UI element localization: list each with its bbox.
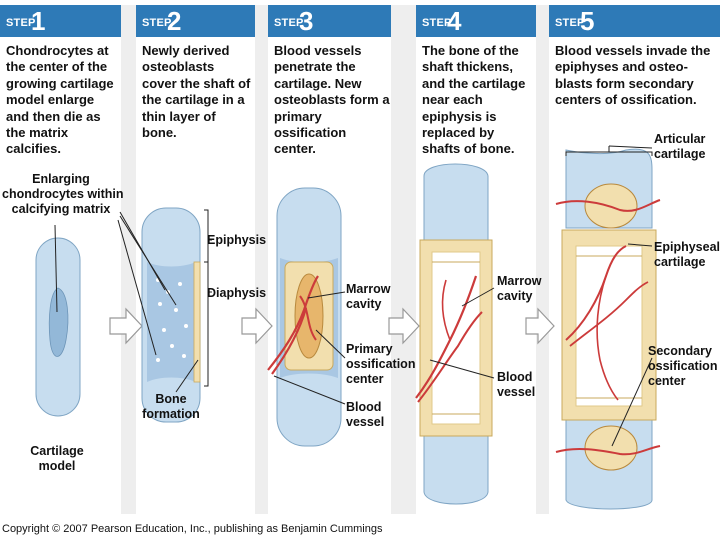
bone-step-4 bbox=[415, 163, 493, 505]
arrow-right-icon bbox=[109, 307, 143, 345]
pointer-line bbox=[54, 224, 58, 313]
step-3-header: STEP 3 bbox=[268, 5, 391, 37]
gutter bbox=[255, 5, 268, 514]
step-2-header: STEP 2 bbox=[136, 5, 255, 37]
step-5-header: STEP 5 bbox=[549, 5, 720, 37]
step-1-header: STEP 1 bbox=[0, 5, 121, 37]
pointer-lines-3 bbox=[273, 291, 346, 405]
step-label: STEP bbox=[422, 17, 452, 29]
step-label: STEP bbox=[142, 17, 172, 29]
epiphysis-label: Epiphysis bbox=[207, 233, 267, 247]
step-label: STEP bbox=[274, 17, 304, 29]
bone-step-3 bbox=[267, 187, 342, 447]
step-number: 5 bbox=[580, 6, 595, 36]
arrow-right-icon bbox=[525, 307, 555, 345]
pointer-lines-2 bbox=[117, 209, 212, 393]
step-label: STEP bbox=[6, 17, 36, 29]
bone-step-2 bbox=[141, 207, 201, 423]
gutter bbox=[391, 5, 416, 514]
gutter bbox=[536, 5, 549, 514]
cartilage-model-1 bbox=[35, 237, 81, 417]
diaphysis-label: Diaphysis bbox=[207, 286, 267, 300]
pointer-lines-4 bbox=[429, 287, 495, 379]
gutter bbox=[121, 5, 136, 514]
step-number: 2 bbox=[167, 6, 182, 36]
arrow-right-icon bbox=[241, 307, 273, 345]
step-number: 1 bbox=[31, 6, 46, 36]
step-4-header: STEP 4 bbox=[416, 5, 536, 37]
pointer-lines-5 bbox=[565, 145, 653, 447]
step-number: 4 bbox=[447, 6, 462, 36]
step-label: STEP bbox=[555, 17, 585, 29]
step-number: 3 bbox=[299, 6, 314, 36]
copyright-text: Copyright © 2007 Pearson Education, Inc.… bbox=[2, 523, 383, 535]
bone-step-5 bbox=[555, 148, 661, 510]
arrow-right-icon bbox=[388, 307, 420, 345]
